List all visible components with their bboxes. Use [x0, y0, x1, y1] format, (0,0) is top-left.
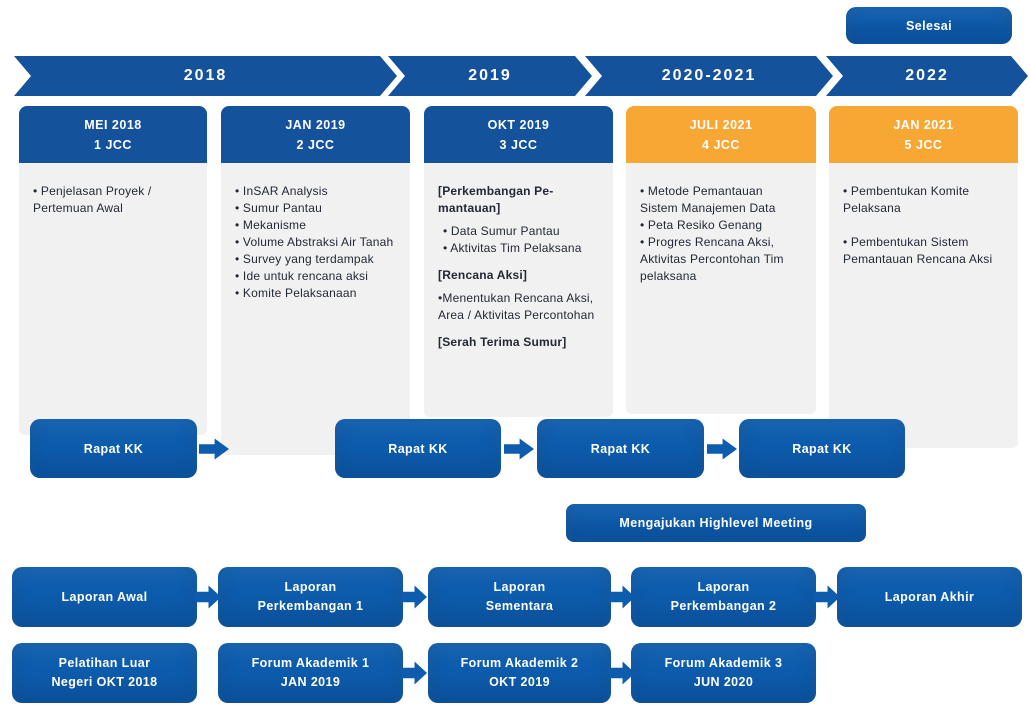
timeline-segment-2018: 2018 — [14, 56, 397, 96]
column-body-2-jcc: • InSAR Analysis • Sumur Pantau • Mekani… — [221, 163, 410, 455]
list-item: • Peta Resiko Genang — [640, 218, 763, 233]
column-header-subtitle: 5 JCC — [904, 137, 943, 152]
rapat-kk-box-1: Rapat KK — [30, 419, 197, 478]
column-body-4-jcc: • Metode Pemantauan Sistem Manajemen Dat… — [626, 163, 816, 414]
column-body-5-jcc: • Pembentukan Komite Pelaksana • Pembent… — [829, 163, 1018, 448]
column-header-2-jcc: JAN 2019 2 JCC — [221, 106, 410, 163]
rapat-kk-box-2: Rapat KK — [335, 419, 501, 478]
list-item: • Sumur Pantau — [235, 201, 323, 216]
column-header-subtitle: 2 JCC — [296, 137, 335, 152]
rapat-kk-box-3: Rapat KK — [537, 419, 704, 478]
selesai-badge: Selesai — [846, 7, 1012, 44]
timeline-segment-2022: 2022 — [826, 56, 1028, 96]
list-item: • Pembentukan Komite Pelaksana — [843, 184, 970, 216]
academic-box-forum-2: Forum Akademik 2 OKT 2019 — [428, 643, 611, 703]
training-box-pelatihan: Pelatihan Luar Negeri OKT 2018 — [12, 643, 197, 703]
chip-line: Forum Akademik 2 — [460, 656, 579, 671]
report-box-sementara: Laporan Sementara — [428, 567, 611, 627]
rapat-kk-box-4: Rapat KK — [739, 419, 905, 478]
chip-line: Laporan — [493, 580, 546, 595]
chip-line: Negeri OKT 2018 — [51, 675, 158, 689]
chip-line: JUN 2020 — [693, 675, 754, 689]
report-box-perkembangan-1: Laporan Perkembangan 1 — [218, 567, 403, 627]
column-header-subtitle: 3 JCC — [499, 137, 538, 152]
arrow-right-icon — [401, 661, 427, 685]
list-item: • Aktivitas Tim Pelaksana — [443, 241, 582, 256]
timeline-segment-2020-2021: 2020-2021 — [585, 56, 833, 96]
arrow-right-icon — [401, 585, 427, 609]
column-header-title: JAN 2021 — [893, 117, 954, 132]
chip-line: Forum Akademik 3 — [664, 656, 783, 671]
chip-line: Pelatihan Luar — [58, 656, 151, 671]
list-item: •Menentukan Rencana Aksi, Area / Aktivit… — [438, 291, 595, 323]
list-section-heading: [Perkembangan Pe-mantauan] — [438, 184, 554, 216]
list-item: • InSAR Analysis — [235, 184, 328, 198]
list-section-heading: [Rencana Aksi] — [438, 268, 528, 283]
list-item: • Komite Pelaksanaan — [235, 286, 357, 301]
arrow-right-icon — [707, 438, 737, 460]
timeline-segment-2019: 2019 — [388, 56, 592, 96]
list-item: • Progres Rencana Aksi, Aktivitas Percon… — [640, 235, 784, 284]
column-header-5-jcc: JAN 2021 5 JCC — [829, 106, 1018, 163]
column-header-title: MEI 2018 — [84, 117, 142, 132]
chip-line: Perkembangan 1 — [257, 599, 364, 613]
chip-line: Laporan Awal — [61, 589, 148, 604]
list-item: • Metode Pemantauan Sistem Manajemen Dat… — [640, 184, 776, 216]
column-header-1-jcc: MEI 2018 1 JCC — [19, 106, 207, 163]
list-item: • Pembentukan Sistem Pemantauan Rencana … — [843, 235, 993, 267]
column-body-1-jcc: • Penjelasan Proyek / Pertemuan Awal — [19, 163, 207, 435]
column-body-3-jcc: [Perkembangan Pe-mantauan] • Data Sumur … — [424, 163, 613, 417]
chip-line: Laporan — [284, 580, 337, 595]
list-item: • Mekanisme — [235, 218, 307, 233]
chip-line: Forum Akademik 1 — [251, 656, 370, 671]
list-section-heading: [Serah Terima Sumur] — [438, 335, 567, 350]
list-item: • Volume Abstraksi Air Tanah — [235, 235, 394, 250]
chip-line: Sementara — [485, 599, 554, 613]
column-header-title: JULI 2021 — [689, 117, 753, 132]
academic-box-forum-1: Forum Akademik 1 JAN 2019 — [218, 643, 403, 703]
report-box-laporan-akhir: Laporan Akhir — [837, 567, 1022, 627]
arrow-right-icon — [504, 438, 534, 460]
chip-line: Laporan — [697, 580, 750, 595]
list-item: • Data Sumur Pantau — [443, 224, 560, 239]
column-header-subtitle: 4 JCC — [702, 137, 740, 152]
column-header-subtitle: 1 JCC — [94, 137, 132, 152]
chip-line: Laporan Akhir — [884, 589, 975, 604]
report-box-perkembangan-2: Laporan Perkembangan 2 — [631, 567, 816, 627]
column-header-3-jcc: OKT 2019 3 JCC — [424, 106, 613, 163]
list-item: • Penjelasan Proyek / Pertemuan Awal — [33, 184, 152, 216]
list-item: • Ide untuk rencana aksi — [235, 269, 369, 284]
report-box-laporan-awal: Laporan Awal — [12, 567, 197, 627]
column-header-title: OKT 2019 — [487, 117, 550, 132]
column-header-title: JAN 2019 — [285, 117, 346, 132]
chip-line: JAN 2019 — [280, 675, 341, 689]
highlevel-meeting-box: Mengajukan Highlevel Meeting — [566, 504, 866, 542]
chip-line: OKT 2019 — [489, 675, 550, 689]
list-item: • Survey yang terdampak — [235, 252, 374, 267]
column-header-4-jcc: JULI 2021 4 JCC — [626, 106, 816, 163]
chip-line: Perkembangan 2 — [670, 599, 777, 613]
academic-box-forum-3: Forum Akademik 3 JUN 2020 — [631, 643, 816, 703]
